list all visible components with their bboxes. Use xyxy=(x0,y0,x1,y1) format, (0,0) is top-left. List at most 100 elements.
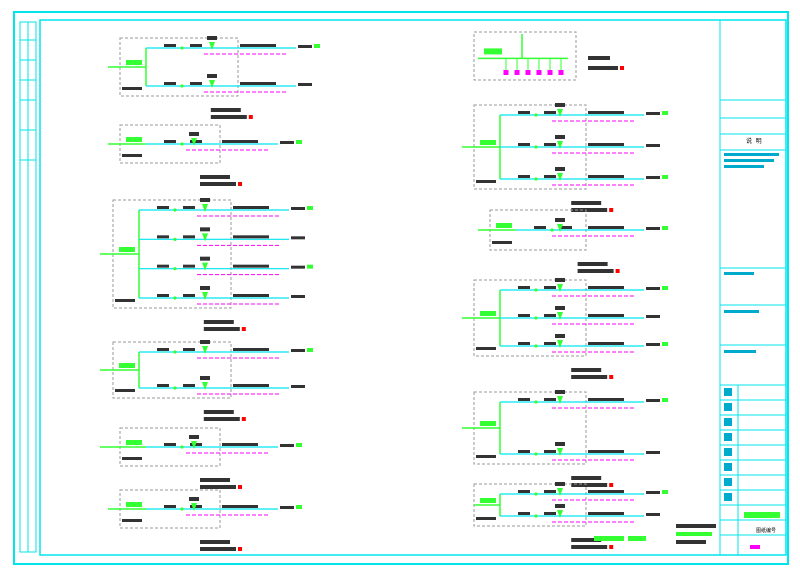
panel-L3 xyxy=(100,198,313,331)
load-label xyxy=(646,451,660,454)
breaker-label xyxy=(544,512,556,515)
panel-tag xyxy=(484,48,502,55)
load-label xyxy=(291,349,305,352)
panel-R3 xyxy=(478,209,668,273)
device-label xyxy=(555,278,565,282)
panel-R5 xyxy=(462,390,668,487)
device-label xyxy=(189,435,199,439)
cable-spec xyxy=(233,235,269,239)
title-block xyxy=(719,20,786,555)
device-symbol xyxy=(209,80,215,88)
breaker-label xyxy=(164,140,176,143)
panel-L5 xyxy=(100,427,302,489)
cable-spec xyxy=(588,226,624,229)
panel-caption xyxy=(577,262,608,266)
device-symbol xyxy=(557,284,563,292)
panel-tag xyxy=(119,363,135,368)
panel-id-label xyxy=(476,455,496,458)
breaker-label xyxy=(183,294,195,297)
breaker-contact xyxy=(534,177,538,181)
panel-id-label xyxy=(476,180,496,183)
device-label xyxy=(555,135,565,139)
device-label xyxy=(555,218,565,222)
device-label xyxy=(207,74,217,78)
breaker-label xyxy=(157,264,169,268)
panel-L1 xyxy=(108,36,320,119)
breaker-contact xyxy=(180,84,184,88)
legend-text xyxy=(676,540,706,544)
cable-spec xyxy=(588,175,624,178)
panel-caption xyxy=(203,327,240,331)
breaker-label xyxy=(183,264,195,268)
breaker-label xyxy=(157,384,169,387)
tap-terminal xyxy=(536,70,542,75)
panel-caption xyxy=(200,182,236,186)
load-label xyxy=(280,506,294,509)
panel-R1 xyxy=(473,31,624,81)
breaker-contact xyxy=(534,344,538,348)
cable-spec xyxy=(222,443,258,446)
breaker-contact xyxy=(173,208,177,212)
panel-caption xyxy=(200,478,230,482)
breaker-contact xyxy=(550,228,554,232)
panel-R6 xyxy=(473,482,668,549)
panel-tag xyxy=(480,140,496,145)
panel-caption-mark xyxy=(241,327,246,331)
device-label xyxy=(200,376,210,380)
breaker-contact xyxy=(180,46,184,50)
breaker-label xyxy=(190,82,202,85)
breaker-label xyxy=(183,384,195,387)
breaker-contact xyxy=(173,296,177,300)
cable-spec xyxy=(233,384,269,387)
device-symbol xyxy=(557,340,563,348)
cable-spec xyxy=(233,294,269,297)
panel-tag xyxy=(496,223,512,228)
breaker-label xyxy=(190,44,202,47)
load-tag xyxy=(662,398,668,402)
panel-L6 xyxy=(108,489,302,551)
panel-caption xyxy=(200,485,236,489)
load-label xyxy=(646,513,660,516)
panel-caption-mark xyxy=(620,66,624,70)
device-symbol xyxy=(557,141,563,149)
breaker-label xyxy=(544,342,556,345)
panel-id-label xyxy=(122,154,142,157)
device-label xyxy=(555,442,565,446)
device-label xyxy=(200,198,210,202)
load-label xyxy=(298,45,312,48)
drawing-number-label: 图纸编号 xyxy=(756,527,776,534)
panel-caption xyxy=(200,175,230,179)
breaker-contact xyxy=(534,492,538,496)
device-symbol xyxy=(557,510,563,518)
cable-spec xyxy=(240,82,276,85)
panel-caption-mark xyxy=(609,483,614,487)
legend-tag xyxy=(628,536,646,541)
legend-notes xyxy=(594,524,716,544)
load-label xyxy=(291,295,305,298)
device-label xyxy=(200,340,210,344)
tap-terminal xyxy=(514,70,520,75)
device-label xyxy=(207,36,217,40)
cable-spec xyxy=(588,398,624,401)
cable-spec xyxy=(233,348,269,351)
load-label xyxy=(646,315,660,318)
breaker-contact xyxy=(534,452,538,456)
breaker-label xyxy=(157,235,169,239)
cable-spec xyxy=(588,490,624,493)
load-label xyxy=(280,444,294,447)
device-label xyxy=(555,103,565,107)
device-label xyxy=(200,286,210,290)
panel-caption-mark xyxy=(241,417,246,421)
panel-id-label xyxy=(115,389,135,392)
panel-tag xyxy=(126,440,142,445)
load-label xyxy=(291,207,305,210)
cable-spec xyxy=(222,140,258,143)
panel-caption xyxy=(571,483,608,487)
cable-spec xyxy=(588,286,624,289)
breaker-label xyxy=(518,143,530,146)
load-label xyxy=(646,287,660,290)
load-label xyxy=(298,83,312,86)
breaker-contact xyxy=(180,507,184,511)
panel-tag xyxy=(126,137,142,142)
device-label xyxy=(189,132,199,136)
